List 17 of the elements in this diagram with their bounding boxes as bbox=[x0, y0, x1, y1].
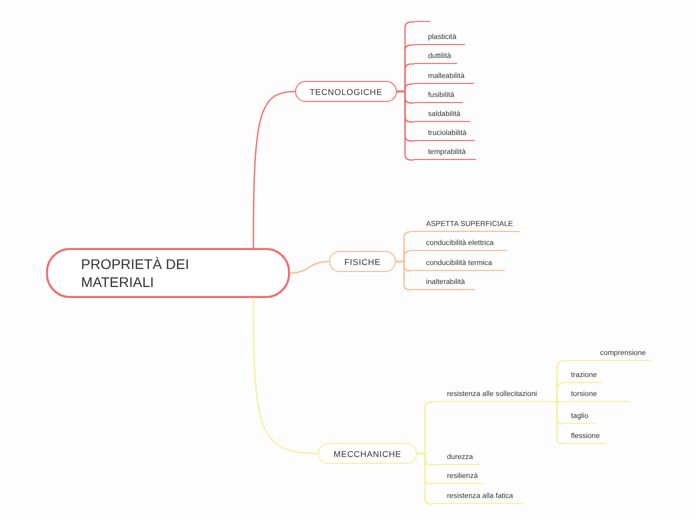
connector-line bbox=[252, 298, 318, 454]
main-topic bbox=[329, 251, 396, 272]
connector-line bbox=[290, 260, 330, 274]
central-topic-title: PROPRIETÀ DEI MATERIALI bbox=[81, 255, 190, 291]
main-topic bbox=[295, 81, 397, 102]
connector-line bbox=[556, 382, 564, 403]
connector-line bbox=[252, 90, 296, 248]
topic-label: FISICHE bbox=[344, 256, 381, 266]
topic-label: MECCHANICHE bbox=[334, 448, 402, 458]
main-topic bbox=[318, 443, 417, 464]
connector-line bbox=[417, 452, 432, 505]
central-topic bbox=[46, 248, 290, 298]
connector-line bbox=[556, 401, 564, 445]
connector-line bbox=[396, 260, 411, 291]
topic-label: TECNOLOGICHE bbox=[310, 86, 382, 96]
connector-line bbox=[397, 90, 414, 161]
connector-line bbox=[556, 401, 563, 403]
